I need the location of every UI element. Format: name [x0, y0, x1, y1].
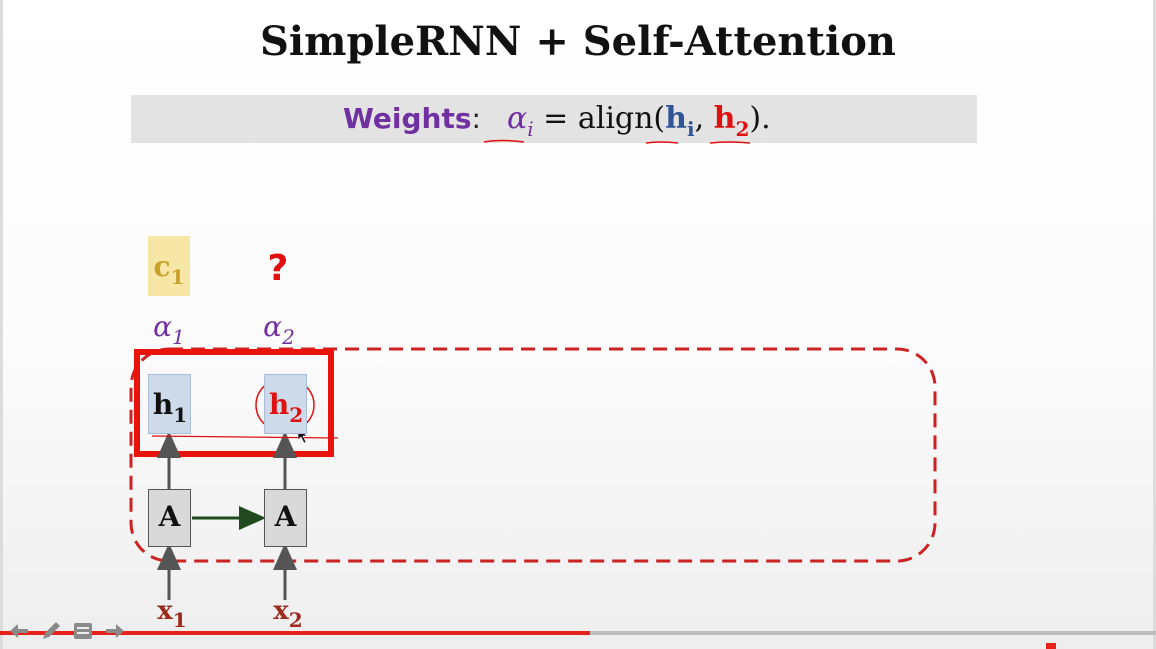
hidden-state-h2-label: h2 — [268, 388, 304, 427]
rnn-cell-a1 — [148, 489, 191, 547]
rnn-cell-a2 — [264, 489, 307, 547]
rnn-cell-a1-label: A — [158, 500, 181, 533]
arrow-right-icon — [106, 624, 124, 638]
prev-slide-button[interactable] — [6, 618, 32, 644]
formula-banner — [131, 95, 977, 143]
pen-underline-hi — [645, 141, 679, 144]
question-mark: ? — [267, 248, 289, 289]
playhead-marker — [1046, 643, 1056, 649]
highlight-box — [134, 349, 334, 457]
formula-close: ). — [749, 101, 771, 136]
h-2-formula: h2 — [713, 101, 750, 141]
hidden-state-h1-box — [148, 374, 191, 434]
left-frame-edge — [0, 0, 3, 649]
pen-icon — [43, 622, 60, 639]
h-i: hi — [665, 101, 695, 141]
alpha-1-label: α1 — [153, 310, 185, 349]
slide-title: SimpleRNN + Self-Attention — [260, 18, 896, 65]
align-text: = align( — [533, 101, 666, 136]
right-frame-edge — [1153, 0, 1156, 649]
weights-label: Weights — [343, 102, 472, 135]
video-progress-fill[interactable] — [0, 631, 590, 635]
rnn-cell-a2-label: A — [274, 500, 297, 533]
hidden-state-h2-box — [264, 374, 307, 434]
input-x1-label: x1 — [157, 596, 187, 632]
slide-menu-button[interactable] — [70, 618, 96, 644]
context-c1-label: c1 — [153, 250, 185, 289]
context-c1-box — [148, 236, 190, 296]
formula-comma: , — [694, 101, 714, 136]
alpha-2-label: α2 — [263, 310, 295, 349]
arrow-left-icon — [10, 624, 28, 638]
alpha-i: αi — [506, 101, 534, 141]
weights-formula: Weights: αi = align(hi, h2). — [343, 101, 771, 139]
input-x2-label: x2 — [273, 596, 303, 632]
pen-underline-h-row — [151, 435, 339, 439]
next-slide-button[interactable] — [102, 618, 128, 644]
menu-icon — [74, 623, 92, 639]
weights-colon: : — [471, 102, 481, 135]
dashed-region — [129, 347, 937, 563]
pen-tool-button[interactable] — [38, 618, 64, 644]
pen-underline-alpha — [483, 139, 525, 143]
hidden-state-h1-label: h1 — [152, 388, 188, 427]
pen-underline-h2 — [709, 141, 751, 144]
slide-nav-controls — [6, 618, 128, 644]
